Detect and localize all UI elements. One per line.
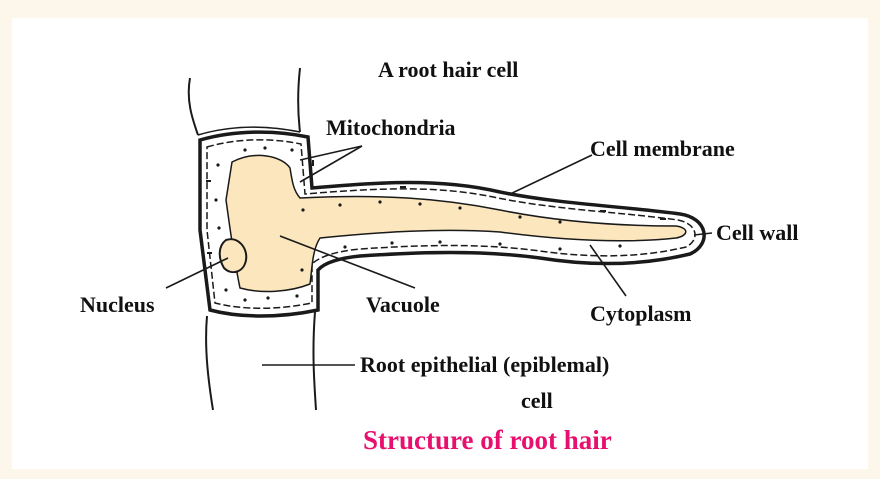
upper-cell-right-wall xyxy=(298,68,300,132)
label-cell-wall: Cell wall xyxy=(716,220,799,245)
label-cytoplasm: Cytoplasm xyxy=(590,301,691,326)
label-epidermal-line1: Root epithelial (epiblemal) xyxy=(360,352,609,377)
label-cell-membrane: Cell membrane xyxy=(590,136,735,161)
nucleus-shape xyxy=(220,239,247,272)
label-nucleus: Nucleus xyxy=(80,292,155,317)
label-epidermal-line2: cell xyxy=(521,388,553,413)
diagram-header: A root hair cell xyxy=(378,57,518,82)
lower-cell-left-wall xyxy=(206,316,213,410)
cell-membrane-leader xyxy=(508,155,592,195)
label-vacuole: Vacuole xyxy=(366,292,440,317)
lower-cell-right-wall xyxy=(313,312,316,410)
label-mitochondria: Mitochondria xyxy=(326,115,456,140)
upper-cell-left-wall xyxy=(189,78,198,135)
diagram-caption: Structure of root hair xyxy=(363,425,612,455)
